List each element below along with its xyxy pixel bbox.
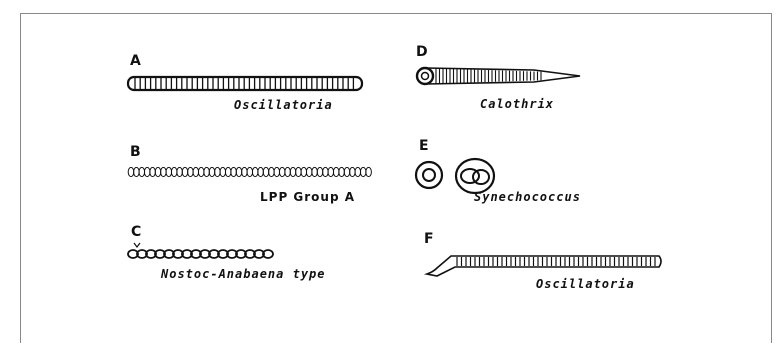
single-cell-nucleoid <box>423 169 435 181</box>
cell <box>317 167 323 176</box>
cell <box>236 167 242 176</box>
cell <box>139 167 145 176</box>
heterocyst-core <box>422 73 429 80</box>
cell <box>128 167 134 176</box>
panel-f-caption: Oscillatoria <box>536 277 635 291</box>
cell <box>279 167 285 176</box>
trichome-outline <box>427 256 661 276</box>
cell <box>312 167 318 176</box>
cell <box>161 167 167 176</box>
cell <box>242 167 248 176</box>
cell <box>306 167 312 176</box>
cell <box>301 167 307 176</box>
cell <box>220 167 226 176</box>
panel-c-letter: C <box>131 224 141 240</box>
panel-c-caption: Nostoc-Anabaena type <box>161 267 326 281</box>
cell <box>171 167 177 176</box>
cell <box>258 167 264 176</box>
cell <box>193 167 199 176</box>
cell <box>323 167 329 176</box>
cell <box>188 167 194 176</box>
cell <box>150 167 156 176</box>
panel-b-letter: B <box>130 144 141 160</box>
dividing-cell-inner <box>473 170 489 184</box>
cell <box>296 167 302 176</box>
cell <box>215 167 221 176</box>
lpp-group-a-filament <box>127 165 377 179</box>
cell <box>177 167 183 176</box>
panel-d-caption: Calothrix <box>480 97 554 111</box>
oscillatoria-filament-a <box>126 74 366 94</box>
cell <box>274 167 280 176</box>
cell <box>204 167 210 176</box>
panel-b-caption: LPP Group A <box>260 190 355 204</box>
cell <box>290 167 296 176</box>
cell <box>155 167 161 176</box>
cell <box>328 167 334 176</box>
cell <box>144 167 150 176</box>
cell <box>225 167 231 176</box>
panel-f-letter: F <box>424 231 434 247</box>
basal-heterocyst <box>417 68 433 84</box>
cell <box>333 167 339 176</box>
single-cell <box>416 162 442 188</box>
cell <box>198 167 204 176</box>
cell <box>231 167 237 176</box>
cell <box>355 167 361 176</box>
cell <box>339 167 345 176</box>
nostoc-anabaena-filament <box>128 240 278 262</box>
cell <box>247 167 253 176</box>
calothrix-filament <box>414 63 584 89</box>
cell <box>263 167 269 176</box>
panel-a-letter: A <box>130 53 141 69</box>
cell <box>209 167 215 176</box>
panel-e-letter: E <box>419 138 429 154</box>
cell <box>134 167 140 176</box>
cell <box>285 167 291 176</box>
cell <box>366 167 372 176</box>
cell <box>182 167 188 176</box>
heterocyst-marker <box>134 243 140 247</box>
cell <box>252 167 258 176</box>
cell <box>269 167 275 176</box>
cell <box>166 167 172 176</box>
cell <box>344 167 350 176</box>
panel-e-caption: Synechococcus <box>474 190 581 204</box>
panel-a-caption: Oscillatoria <box>234 98 333 112</box>
panel-d-letter: D <box>416 44 428 60</box>
cell <box>350 167 356 176</box>
cell <box>360 167 366 176</box>
